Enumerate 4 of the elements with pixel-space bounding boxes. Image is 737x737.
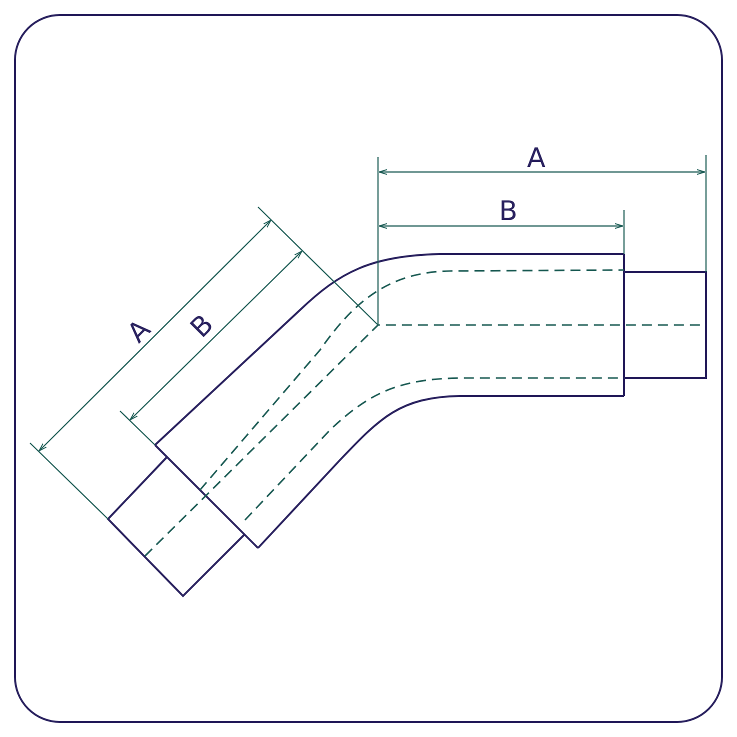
- dimension-label: B: [186, 310, 218, 343]
- dimension-label: A: [123, 315, 156, 348]
- dimension-label: A: [527, 145, 546, 172]
- dimension-label: B: [499, 198, 518, 225]
